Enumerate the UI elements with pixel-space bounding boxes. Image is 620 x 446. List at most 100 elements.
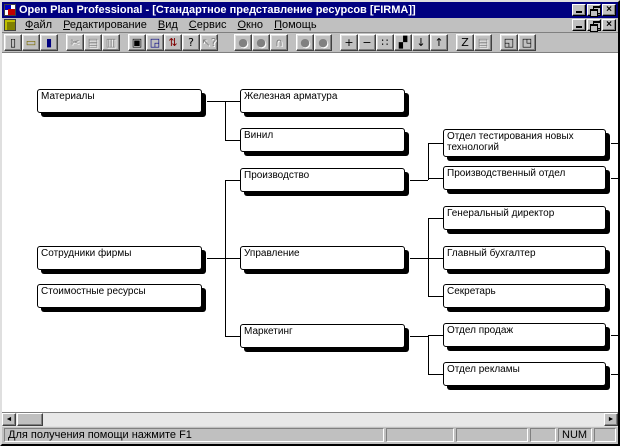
- app-icon[interactable]: [4, 4, 16, 16]
- connector-line: [428, 178, 443, 179]
- org-node-sales-dept[interactable]: Отдел продаж: [443, 323, 606, 347]
- add-button[interactable]: +: [340, 34, 358, 51]
- menu-item-help[interactable]: Помощь: [274, 19, 317, 31]
- org-node-prod-dept[interactable]: Производственный отдел: [443, 166, 606, 190]
- connector-line: [225, 258, 240, 259]
- paste-icon: ▥: [105, 36, 117, 49]
- notes-button[interactable]: ▤: [474, 34, 492, 51]
- status-bar: Для получения помощи нажмите F1 NUM: [2, 426, 618, 444]
- horizontal-scrollbar[interactable]: ◄ ►: [2, 412, 618, 426]
- connector-line: [428, 143, 443, 144]
- connector-line: [428, 143, 429, 180]
- org-node-marketing[interactable]: Маркетинг: [240, 324, 405, 348]
- scroll-left-icon[interactable]: ◄: [2, 413, 16, 426]
- resource-circle-3-icon: ●: [300, 36, 310, 49]
- org-node-secretary[interactable]: Секретарь: [443, 284, 606, 308]
- transfer-button[interactable]: ⇅: [164, 34, 182, 51]
- expand-window-button[interactable]: ◳: [518, 34, 536, 51]
- mdi-close-icon[interactable]: ×: [602, 19, 616, 31]
- resource-circle-3-button[interactable]: ●: [296, 34, 314, 51]
- org-node-vinyl[interactable]: Винил: [240, 128, 405, 152]
- new-button[interactable]: ▯: [4, 34, 22, 51]
- print-icon: ▣: [131, 36, 143, 49]
- org-node-test-dept[interactable]: Отдел тестирования новых технологий: [443, 129, 606, 157]
- org-node-rebar[interactable]: Железная арматура: [240, 89, 405, 113]
- menu-item-view[interactable]: Вид: [157, 19, 178, 31]
- scroll-right-icon[interactable]: ►: [604, 413, 618, 426]
- transfer-icon: ⇅: [168, 36, 178, 49]
- connector-stub: [611, 374, 618, 375]
- copy-icon: ▤: [87, 36, 99, 49]
- expand-window-icon: ◳: [521, 36, 533, 49]
- resource-arch-icon: ∩: [274, 36, 284, 49]
- steps-icon: ▞: [398, 36, 408, 49]
- move-up-icon: ↑: [434, 36, 444, 49]
- menu-item-edit[interactable]: Редактирование: [63, 19, 147, 31]
- shrink-window-button[interactable]: ◱: [500, 34, 518, 51]
- menu-bar: Файл Редактирование Вид Сервис Окно Помощь ×: [2, 18, 618, 33]
- zigzag-button[interactable]: Z: [456, 34, 474, 51]
- context-help-icon: ↖?: [201, 36, 217, 49]
- connector-line: [428, 218, 443, 219]
- org-node-materials[interactable]: Материалы: [37, 89, 202, 113]
- org-node-cost-resources[interactable]: Стоимостные ресурсы: [37, 284, 202, 308]
- toolbar-group: +−∷ ▞ ↓ ↑: [340, 34, 448, 51]
- status-panel-1: [386, 428, 454, 442]
- print-preview-button[interactable]: ◲: [146, 34, 164, 51]
- save-button[interactable]: ▮: [40, 34, 58, 51]
- remove-icon: −: [362, 36, 372, 49]
- context-help-button[interactable]: ↖?: [200, 34, 218, 51]
- menu-item-window[interactable]: Окно: [237, 19, 264, 31]
- mdi-minimize-icon[interactable]: [572, 19, 586, 31]
- open-button[interactable]: ▭: [22, 34, 40, 51]
- status-panels: NUM: [386, 428, 616, 442]
- toolbar-group: ●●: [296, 34, 332, 51]
- cut-icon: ✂: [70, 36, 80, 49]
- window-title: Open Plan Professional - [Стандартное пр…: [19, 4, 416, 16]
- steps-button[interactable]: ▞: [394, 34, 412, 51]
- org-node-ad-dept[interactable]: Отдел рекламы: [443, 362, 606, 386]
- menu-item-file[interactable]: Файл: [25, 19, 53, 31]
- scrollbar-thumb[interactable]: [17, 413, 43, 426]
- new-icon: ▯: [9, 36, 17, 49]
- move-down-button[interactable]: ↓: [412, 34, 430, 51]
- status-panel-4: [594, 428, 616, 442]
- status-panel-2: [456, 428, 528, 442]
- resource-circle-4-button[interactable]: ●: [314, 34, 332, 51]
- remove-button[interactable]: −: [358, 34, 376, 51]
- copy-button[interactable]: ▤: [84, 34, 102, 51]
- resource-arch-button[interactable]: ∩: [270, 34, 288, 51]
- help-icon: ?: [188, 36, 194, 49]
- org-node-management[interactable]: Управление: [240, 246, 405, 270]
- connector-line: [225, 140, 240, 141]
- org-node-accountant[interactable]: Главный бухгалтер: [443, 246, 606, 270]
- print-button[interactable]: ▣: [128, 34, 146, 51]
- menu-item-tools[interactable]: Сервис: [188, 19, 227, 31]
- resource-circle-1-button[interactable]: ●: [234, 34, 252, 51]
- print-preview-icon: ◲: [149, 36, 161, 49]
- mdi-restore-icon[interactable]: [587, 19, 601, 32]
- restore-icon[interactable]: [587, 4, 601, 17]
- link-button[interactable]: ∷: [376, 34, 394, 51]
- paste-button[interactable]: ▥: [102, 34, 120, 51]
- connector-line: [225, 180, 226, 336]
- cut-button[interactable]: ✂: [66, 34, 84, 51]
- org-node-ceo[interactable]: Генеральный директор: [443, 206, 606, 230]
- resource-circle-4-icon: ●: [318, 36, 328, 49]
- org-node-employees[interactable]: Сотрудники фирмы: [37, 246, 202, 270]
- close-icon[interactable]: ×: [602, 4, 616, 16]
- toolbar-group: ●● ∩: [234, 34, 288, 51]
- resource-circle-2-button[interactable]: ●: [252, 34, 270, 51]
- connector-line: [225, 101, 226, 140]
- toolbar-group: Z▤: [456, 34, 492, 51]
- move-down-icon: ↓: [416, 36, 426, 49]
- minimize-icon[interactable]: [572, 4, 586, 16]
- document-icon[interactable]: [4, 19, 16, 31]
- toolbar: ▯▭▮✂▤▥▣◲⇅?↖?●●∩●●+−∷▞↓↑Z▤◱◳: [2, 33, 618, 53]
- help-button[interactable]: ?: [182, 34, 200, 51]
- connector-line: [207, 101, 225, 102]
- menu-bar-items: Файл Редактирование Вид Сервис Окно Помощь: [20, 18, 568, 32]
- org-node-production[interactable]: Производство: [240, 168, 405, 192]
- title-bar: Open Plan Professional - [Стандартное пр…: [2, 2, 618, 18]
- move-up-button[interactable]: ↑: [430, 34, 448, 51]
